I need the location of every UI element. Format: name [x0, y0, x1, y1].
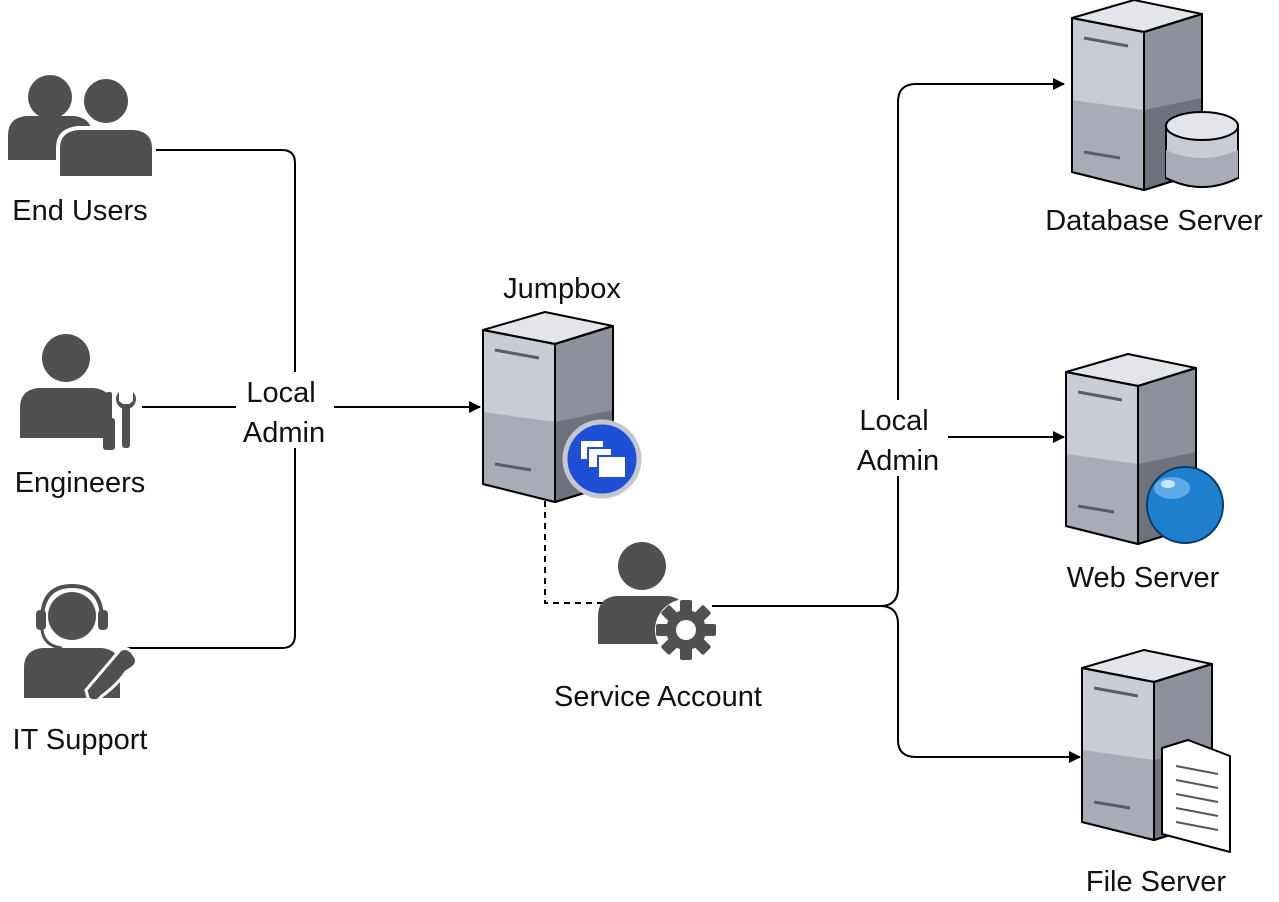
engineers-label: Engineers — [15, 467, 146, 499]
document-icon — [1161, 739, 1231, 853]
end-users-label: End Users — [12, 195, 147, 227]
file-server-label: File Server — [1086, 866, 1227, 898]
jumpbox-node: Jumpbox — [481, 273, 642, 504]
edge-jumpbox-service-account — [544, 490, 610, 604]
edge-label-local-admin-right-line2: Admin — [857, 445, 939, 477]
engineers-node: Engineers — [15, 334, 146, 499]
database-server-node: Database Server — [1045, 0, 1263, 237]
gear-icon — [655, 599, 717, 661]
service-account-label: Service Account — [554, 681, 762, 713]
file-server-node: File Server — [1080, 648, 1231, 898]
tools-icon — [103, 392, 136, 450]
database-server-label: Database Server — [1045, 205, 1263, 237]
globe-icon — [1146, 466, 1224, 544]
jumpbox-label: Jumpbox — [503, 273, 621, 305]
edge-label-bg-left — [236, 372, 334, 448]
database-cylinder-icon — [1165, 111, 1239, 188]
service-account-node: Service Account — [554, 542, 762, 713]
web-server-node: Web Server — [1064, 352, 1224, 594]
edge-end-users — [150, 149, 296, 395]
edge-to-file-server — [879, 605, 1081, 763]
edge-label-local-admin-right-line1: Local — [859, 405, 928, 437]
edge-label-local-admin-left-line1: Local — [246, 377, 315, 409]
connectors — [125, 78, 1081, 763]
users-group-icon — [8, 75, 156, 180]
end-users-node: End Users — [8, 75, 156, 227]
web-server-label: Web Server — [1067, 562, 1220, 594]
it-support-label: IT Support — [13, 724, 148, 756]
engineer-person-icon — [20, 334, 112, 438]
edge-to-database-server — [879, 78, 1065, 607]
support-agent-icon — [24, 583, 138, 703]
it-support-node: IT Support — [13, 583, 148, 756]
remote-desktop-badge-icon — [562, 419, 642, 499]
edge-label-bg-right — [848, 400, 948, 476]
edge-label-local-admin-left-line2: Admin — [243, 417, 325, 449]
edge-it-support — [125, 448, 296, 649]
